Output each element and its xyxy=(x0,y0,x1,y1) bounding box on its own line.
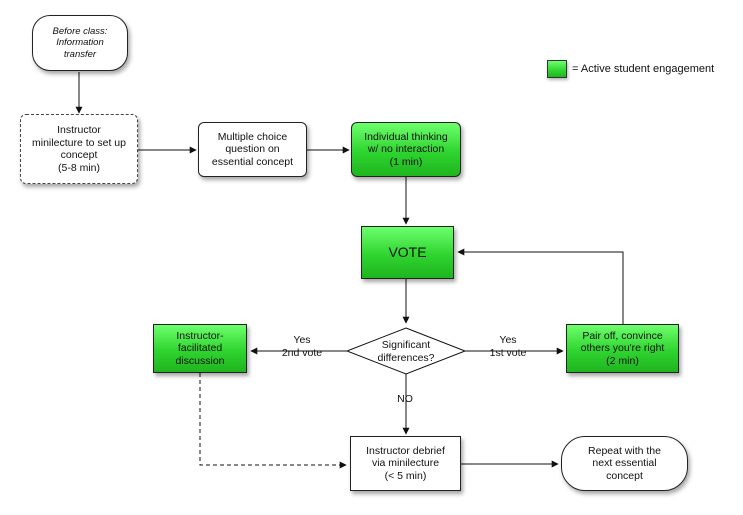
instructor-debrief-node: Instructor debrief via minilecture (< 5 … xyxy=(350,436,461,491)
vote-node: VOTE xyxy=(361,226,454,279)
instructor-minilecture-node: Instructor minilecture to set up concept… xyxy=(20,114,138,184)
repeat-node: Repeat with the next essential concept xyxy=(561,436,688,491)
individual-thinking-node: Individual thinking w/ no interaction (1… xyxy=(351,122,461,177)
instructor-facilitated-node: Instructor- facilitated discussion xyxy=(153,324,247,373)
pair-off-node: Pair off, convince others you're right (… xyxy=(566,324,679,373)
multiple-choice-question-node: Multiple choice question on essential co… xyxy=(198,122,307,177)
no-label: NO xyxy=(397,393,413,405)
arrow-facilitated-to-debrief xyxy=(199,373,347,469)
legend-swatch xyxy=(547,60,567,78)
before-class-node: Before class: Information transfer xyxy=(32,15,128,71)
arrow-pairoff-to-vote xyxy=(457,248,624,324)
decision-label: Significant differences? xyxy=(377,339,435,364)
yes-1st-vote-label: Yes 1st vote xyxy=(489,334,527,359)
yes-2nd-vote-label: Yes 2nd vote xyxy=(281,334,323,359)
legend-text: = Active student engagement xyxy=(572,63,715,75)
